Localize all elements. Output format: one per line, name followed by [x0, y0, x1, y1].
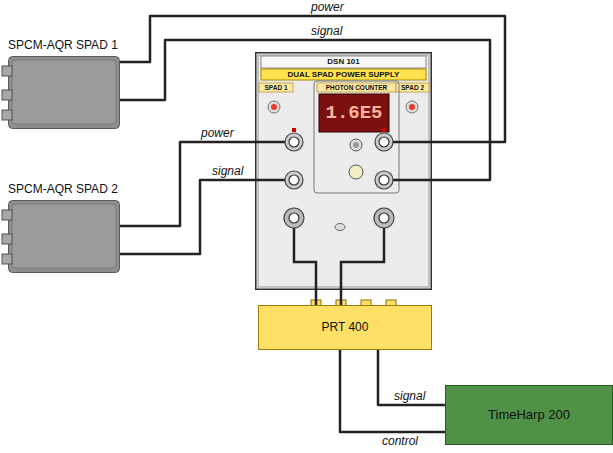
module-connector	[2, 254, 12, 264]
led-display	[319, 94, 389, 132]
module-face	[12, 60, 116, 124]
cable	[120, 180, 255, 254]
panel-title: DUAL SPAD POWER SUPPLY	[261, 69, 426, 80]
title-band	[261, 69, 426, 80]
panel-connector	[285, 133, 303, 151]
control-knob	[350, 139, 362, 151]
panel-connector	[379, 213, 389, 223]
panel-connector	[289, 137, 299, 147]
header-band	[261, 56, 426, 68]
section-label: SPAD 2	[396, 83, 429, 92]
cable	[315, 290, 318, 305]
module-housing	[9, 201, 120, 273]
panel-inner-frame	[258, 55, 429, 287]
control-knob	[353, 142, 359, 148]
box-title: TimeHarp 200	[488, 407, 570, 423]
display-reading: 1.6E5	[319, 94, 389, 132]
module-body	[8, 200, 120, 274]
panel-frame	[256, 53, 432, 290]
counter-enclosure	[314, 81, 399, 193]
power-supply-panel: DSN 101DUAL SPAD POWER SUPPLY SPAD 1 PHOTO…	[255, 52, 432, 290]
switch	[335, 224, 345, 231]
cable	[340, 350, 445, 432]
cable-label: power	[199, 127, 236, 140]
cable-label: signal	[210, 165, 245, 178]
power-mark	[292, 128, 296, 132]
panel-connector	[289, 175, 299, 185]
module-face	[12, 204, 116, 268]
module-connector	[2, 234, 12, 244]
status-led	[271, 104, 277, 110]
cable-label: signal	[309, 25, 344, 38]
cable	[120, 142, 255, 226]
section-label: SPAD 1	[259, 83, 293, 92]
cable-label: power	[309, 1, 346, 14]
panel-connector	[285, 171, 303, 189]
cable-label: signal	[392, 390, 427, 403]
counter-card: TimeHarp 200	[445, 385, 613, 445]
module-connector	[2, 110, 12, 120]
internal-wire	[294, 218, 316, 290]
panel-connector	[289, 213, 299, 223]
module-body	[8, 56, 120, 130]
cable-label: control	[380, 435, 420, 448]
status-led	[268, 101, 280, 113]
module-housing	[9, 57, 120, 129]
model-name: DSN 101	[261, 56, 426, 68]
panel-connector	[375, 133, 393, 151]
status-led	[406, 101, 418, 113]
cable	[340, 290, 343, 305]
module-connector	[2, 210, 12, 220]
section-band	[396, 83, 429, 92]
section-label: PHOTON COUNTER	[317, 83, 396, 92]
detector-module: SPCM-AQR SPAD 2	[8, 182, 120, 274]
panel-connector	[374, 208, 394, 228]
detector-module: SPCM-AQR SPAD 1	[8, 38, 120, 130]
module-label: SPCM-AQR SPAD 2	[8, 182, 120, 196]
panel-connector	[375, 171, 393, 189]
module-connector	[2, 90, 12, 100]
status-led	[409, 104, 415, 110]
control-button	[349, 165, 363, 179]
panel-connector	[379, 137, 389, 147]
section-band	[317, 83, 396, 92]
power-mark	[382, 128, 386, 132]
panel-connector	[379, 175, 389, 185]
module-connector	[2, 66, 12, 76]
module-label: SPCM-AQR SPAD 1	[8, 38, 120, 52]
panel-connector	[284, 208, 304, 228]
section-band	[259, 83, 293, 92]
router-box: PRT 400	[258, 305, 432, 350]
cable	[378, 350, 445, 405]
box-title: PRT 400	[322, 320, 369, 335]
internal-wire	[341, 218, 384, 290]
